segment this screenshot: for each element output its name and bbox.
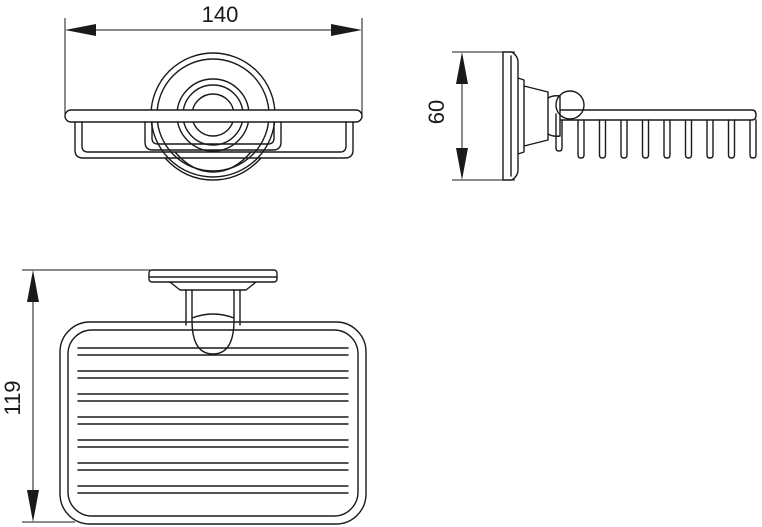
side-view-basket-wire <box>749 119 757 159</box>
side-view-basket-wire <box>663 119 671 159</box>
top-view-basket-bars <box>77 347 349 494</box>
width-dimension-label: 140 <box>202 2 239 27</box>
side-view-basket-wire <box>641 119 650 159</box>
depth-dimension-label: 119 <box>0 380 25 415</box>
top-view: 119 <box>0 269 367 525</box>
side-view: 60 <box>424 51 757 181</box>
side-view-basket-wire <box>598 119 607 159</box>
side-view-basket-wire <box>620 119 628 159</box>
top-view-wall-plate <box>148 269 278 291</box>
front-view: 140 <box>64 2 363 181</box>
width-dimension-line <box>65 24 362 36</box>
side-view-wall-plate <box>502 51 525 181</box>
side-view-basket <box>555 109 757 152</box>
front-view-basket <box>64 109 363 181</box>
depth-dimension-line <box>27 270 39 522</box>
side-view-arm <box>523 85 585 147</box>
height-dimension-label: 60 <box>424 100 449 124</box>
side-view-basket-wire <box>684 119 693 159</box>
top-view-basket <box>59 321 367 525</box>
side-view-basket-wires <box>577 119 757 159</box>
side-view-basket-wire <box>577 119 585 159</box>
top-view-neck <box>185 289 241 355</box>
side-view-basket-wire <box>727 119 736 159</box>
height-dimension-line <box>456 52 468 180</box>
side-view-basket-wire <box>706 119 714 159</box>
